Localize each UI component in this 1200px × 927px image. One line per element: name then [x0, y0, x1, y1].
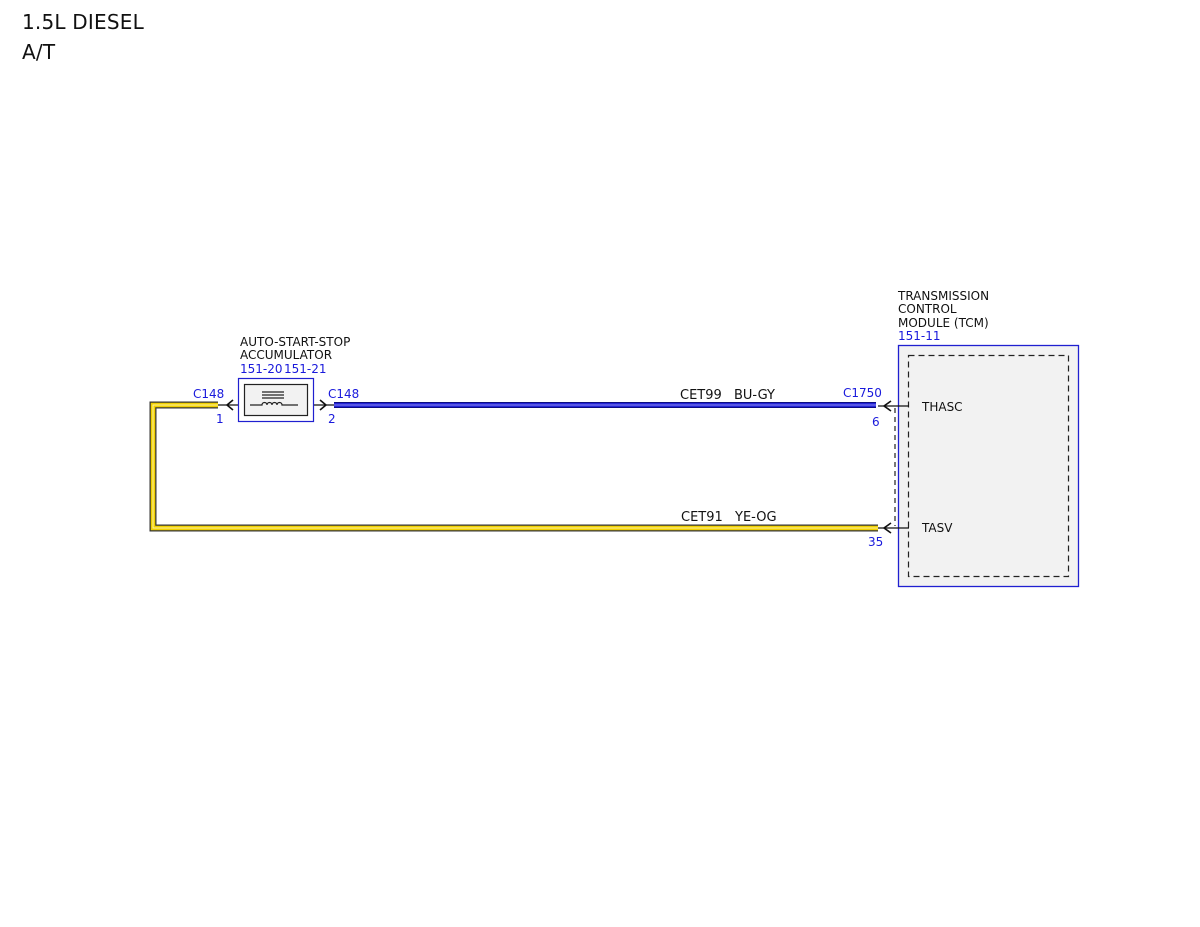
pin-35: 35 [868, 535, 883, 549]
accumulator-component[interactable] [237, 377, 315, 423]
connector-c148-left: C148 [193, 387, 224, 401]
tcm-title-line3: MODULE (TCM) [898, 316, 989, 330]
tcm-ref-151-11[interactable]: 151-11 [898, 329, 941, 343]
accumulator-ref-151-21[interactable]: 151-21 [284, 362, 327, 376]
accumulator-title-line1: AUTO-START-STOP [240, 335, 350, 349]
signal-tasv: TASV [921, 521, 953, 535]
connector-arrow-c148-pin1 [225, 399, 234, 411]
connector-c148-right: C148 [328, 387, 359, 401]
connector-arrow-c148-pin2 [319, 399, 328, 411]
wire-cet91 [149, 401, 878, 532]
pin-6: 6 [872, 415, 880, 429]
wire-circuit-cet99: CET99 [680, 388, 722, 403]
wire-color-ye-og: YE-OG [734, 510, 777, 525]
tcm-title-line1: TRANSMISSION [897, 289, 989, 303]
solenoid-coil-icon [250, 391, 298, 406]
connector-arrow-c1750-pin35 [882, 522, 892, 534]
tcm-module[interactable] [897, 344, 1080, 588]
engine-label: 1.5L DIESEL [22, 10, 144, 34]
signal-thasc: THASC [921, 400, 963, 414]
transmission-label: A/T [22, 40, 56, 64]
wire-color-bu-gy: BU-GY [734, 388, 775, 403]
accumulator-ref-151-20[interactable]: 151-20 [240, 362, 283, 376]
connector-c1750: C1750 [843, 386, 882, 400]
tcm-outline [897, 344, 1080, 588]
tcm-internal-boundary [907, 354, 1070, 578]
tcm-title-line2: CONTROL [898, 302, 957, 316]
accumulator-body [243, 383, 309, 417]
wire-circuit-cet91: CET91 [681, 510, 723, 525]
connector-arrow-c1750-pin6 [882, 400, 892, 412]
pin-2: 2 [328, 412, 336, 426]
accumulator-title-line2: ACCUMULATOR [240, 348, 332, 362]
pin-1: 1 [216, 412, 224, 426]
